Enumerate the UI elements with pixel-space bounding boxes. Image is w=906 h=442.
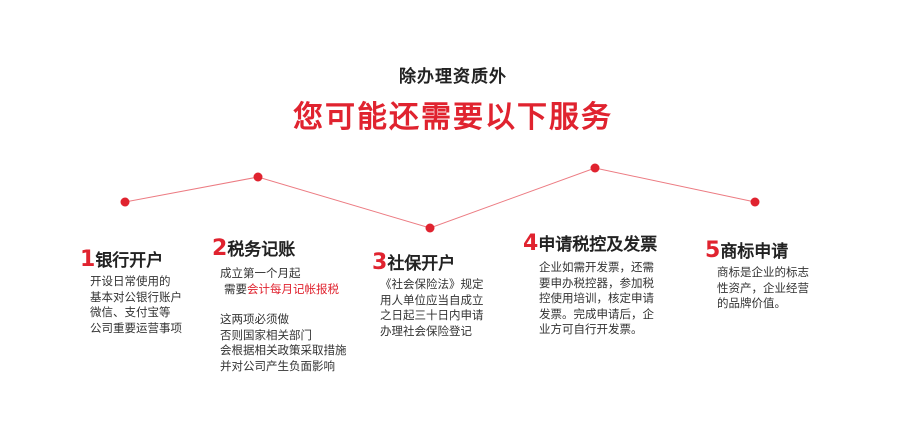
timeline-dot xyxy=(590,163,600,173)
service-name: 税务记账 xyxy=(227,240,296,260)
service-description: 开设日常使用的 基本对公银行账户 微信、支付宝等 公司重要运营事项 xyxy=(90,274,182,335)
service-name: 商标申请 xyxy=(720,242,789,262)
service-social-insurance: 3社保开户 《社会保险法》规定 用人单位应当自成立 之日起三十日内申请 办理社会… xyxy=(372,252,484,339)
timeline-dot xyxy=(750,197,760,207)
service-description: 成立第一个月起 需要会计每月记帐报税 这两项必须做 否则国家相关部门 会根据相关… xyxy=(220,266,347,373)
service-description: 商标是企业的标志 性资产，企业经营 的品牌价值。 xyxy=(717,265,809,310)
service-number: 3 xyxy=(372,250,388,275)
service-number: 2 xyxy=(212,236,228,261)
highlight-text: 会计每月记帐报税 xyxy=(247,281,339,296)
service-number: 5 xyxy=(705,238,721,263)
service-trademark: 5商标申请 商标是企业的标志 性资产，企业经营 的品牌价值。 xyxy=(705,240,809,312)
page-title: 您可能还需要以下服务 xyxy=(293,100,613,135)
service-number: 1 xyxy=(80,247,96,272)
service-description: 《社会保险法》规定 用人单位应当自成立 之日起三十日内申请 办理社会保险登记 xyxy=(380,277,484,338)
subtitle: 除办理资质外 xyxy=(399,67,507,87)
service-bank-account: 1银行开户 开设日常使用的 基本对公银行账户 微信、支付宝等 公司重要运营事项 xyxy=(80,249,182,336)
service-tax-bookkeeping: 2税务记账 成立第一个月起 需要会计每月记帐报税 这两项必须做 否则国家相关部门… xyxy=(212,238,347,374)
service-tax-control-invoice: 4申请税控及发票 企业如需开发票，还需 要申办税控器，参加税 控使用培训，核定申… xyxy=(523,233,657,338)
service-name: 申请税控及发票 xyxy=(538,235,658,255)
service-number: 4 xyxy=(523,231,539,256)
timeline-dot xyxy=(120,197,130,207)
service-name: 银行开户 xyxy=(95,251,164,271)
service-description: 企业如需开发票，还需 要申办税控器，参加税 控使用培训，核定申请 发票。完成申请… xyxy=(539,260,654,336)
service-name: 社保开户 xyxy=(387,254,456,274)
timeline-dot xyxy=(253,172,263,182)
timeline-dot xyxy=(425,223,435,233)
